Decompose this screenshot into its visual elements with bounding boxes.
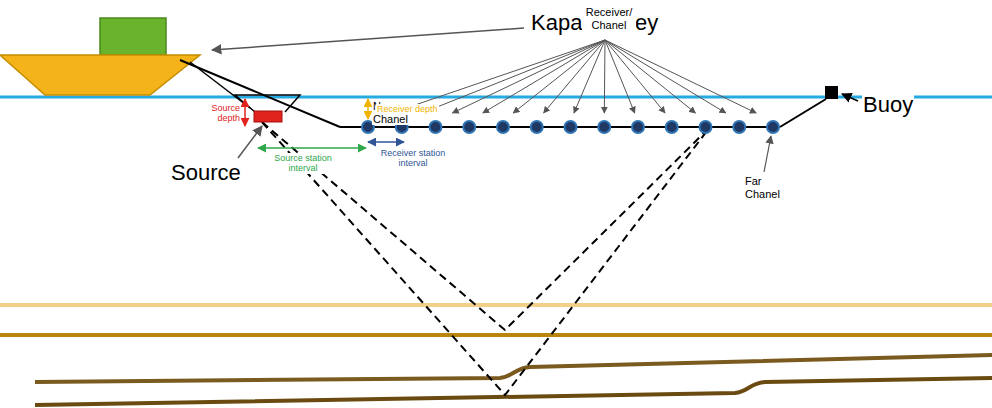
receiver-symbol: [531, 121, 543, 133]
leader-line: [483, 40, 605, 113]
leader-line: [513, 40, 605, 113]
leader-line: [544, 40, 605, 113]
buoy-label: Buoy: [862, 92, 914, 117]
leader-line: [212, 28, 524, 50]
buoy-cable: [780, 99, 826, 127]
receiver-symbol: [598, 121, 610, 133]
receiver-symbol: [700, 121, 712, 133]
tow-cable: [180, 60, 340, 127]
leader-line: [238, 126, 262, 158]
receiver-symbol: [430, 121, 442, 133]
dimension-label: Receiver station interval: [374, 148, 452, 169]
receiver-group: [362, 121, 779, 133]
leader-line: [574, 40, 605, 113]
receiver-interval-arrow: [368, 141, 404, 143]
receiver-symbol: [666, 121, 678, 133]
dimension-label: Source depth: [201, 103, 241, 124]
receiver-symbol: [565, 121, 577, 133]
receiver-depth-arrow: [367, 99, 369, 119]
tow-cable: [190, 62, 250, 108]
leader-line: [605, 40, 726, 113]
layer-line: [0, 303, 992, 307]
leader-line: [842, 94, 858, 101]
layer-line: [0, 333, 992, 337]
receiver-symbol: [632, 121, 644, 133]
sea-surface: [0, 96, 992, 99]
receiver-symbol: [767, 121, 779, 133]
receiver-label: Receiver/ Chanel: [582, 6, 636, 31]
receiver-symbol: [463, 121, 475, 133]
leader-line: [605, 40, 756, 113]
dimension-label: Receiver depth: [376, 104, 439, 114]
leader-line: [422, 40, 605, 113]
leader-group: [392, 40, 757, 113]
receiver-symbol: [497, 121, 509, 133]
leader-line: [604, 40, 606, 113]
leader-line: [392, 40, 605, 113]
buoy-symbol: [825, 86, 838, 99]
leader-line: [605, 40, 665, 113]
source-depth-arrow: [244, 99, 246, 126]
receiver-symbol: [733, 121, 745, 133]
source-interval-arrow: [258, 147, 366, 149]
source-label: Source: [170, 160, 242, 185]
ship-hull: [0, 55, 200, 95]
leader-line: [764, 136, 771, 172]
seismic-source: [254, 111, 282, 122]
ray-path: [262, 122, 710, 330]
layer-line: [35, 355, 992, 382]
ray-path: [262, 122, 710, 395]
layer-line: [35, 378, 992, 405]
leader-line: [605, 40, 635, 113]
dimension-label: Source station interval: [268, 153, 338, 174]
leader-line: [605, 40, 695, 113]
channel-label: Far Chanel: [744, 175, 788, 200]
ship-cabin: [100, 18, 166, 55]
leader-line: [452, 40, 605, 113]
